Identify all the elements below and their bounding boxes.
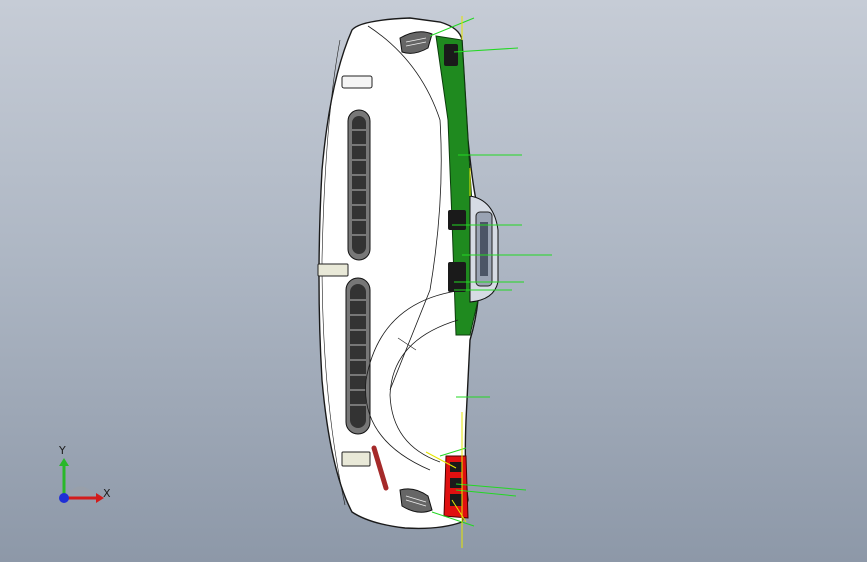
vent-bottom[interactable] (399, 488, 433, 513)
vent-top[interactable] (399, 31, 433, 54)
red-rod[interactable] (371, 445, 389, 491)
vent-grille-lower[interactable] (345, 277, 371, 435)
body-edge-line (321, 39, 346, 506)
cluster-arc-outer (365, 289, 465, 471)
middle-slot[interactable] (317, 263, 349, 277)
vent-grille-upper[interactable] (347, 109, 371, 261)
lower-slot[interactable] (341, 451, 371, 467)
top-slot[interactable] (341, 75, 373, 89)
cluster-arc-inner (389, 319, 459, 463)
annotation-leaders (429, 17, 552, 527)
red-switch-block[interactable] (443, 455, 469, 519)
z-axis-dot (59, 493, 69, 503)
body-contour-line (367, 25, 442, 391)
centre-console[interactable] (469, 195, 499, 303)
orientation-triad[interactable] (44, 440, 124, 520)
reference-axes (425, 16, 471, 548)
x-arrow-head (96, 493, 104, 503)
y-axis-label: Y (59, 444, 66, 457)
x-axis-label: X (103, 487, 111, 500)
triad-plane (64, 486, 96, 498)
y-arrow-head (59, 458, 69, 466)
cluster-divider (397, 337, 417, 351)
